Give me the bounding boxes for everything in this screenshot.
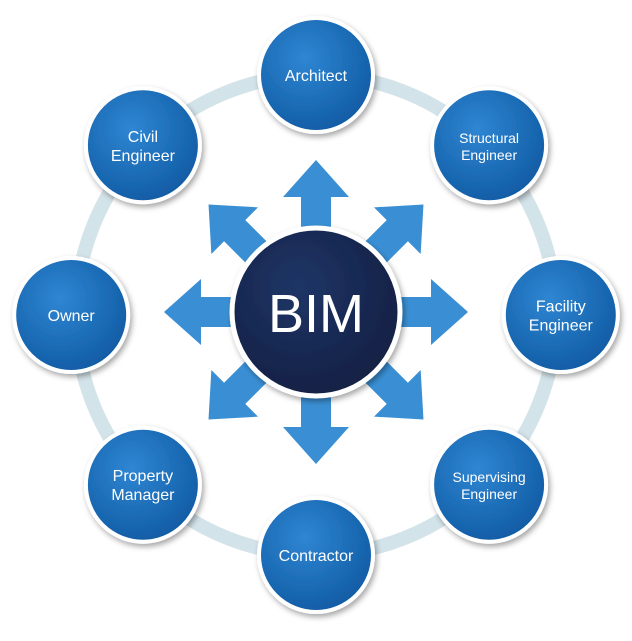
bim-hub-label: BIM <box>268 284 364 344</box>
arrow-up-shape <box>283 160 349 252</box>
node-owner: Owner <box>12 256 131 374</box>
node-facility-engineer-label-line-1: Facility <box>536 299 586 316</box>
node-property-manager-label-line-2: Manager <box>111 487 175 504</box>
node-contractor-circle <box>257 496 375 614</box>
arrow-right-shape <box>376 279 468 345</box>
node-civil-engineer-label-line-1: Civil <box>128 129 158 146</box>
arrow-down-shape <box>283 372 349 464</box>
node-property-manager-circle <box>83 425 202 544</box>
node-supervising-engineer-circle <box>430 425 549 544</box>
arrow-up <box>283 160 349 252</box>
node-supervising-engineer-label-line-1: Supervising <box>453 469 526 485</box>
arrow-down <box>283 372 349 464</box>
node-owner-label-line-1: Owner <box>48 308 96 325</box>
arrow-left <box>164 279 256 345</box>
node-structural-engineer-label-line-2: Engineer <box>461 147 517 163</box>
arrow-right <box>376 279 468 345</box>
node-facility-engineer-label-line-2: Engineer <box>529 318 594 335</box>
node-facility-engineer-circle <box>501 256 620 374</box>
node-architect: Architect <box>257 16 375 134</box>
bim-hub: BIM <box>229 225 403 399</box>
node-owner-circle <box>12 256 131 374</box>
node-civil-engineer-circle <box>83 86 202 205</box>
node-civil-engineer-label-line-2: Engineer <box>111 148 176 165</box>
node-structural-engineer-circle <box>430 86 549 205</box>
node-architect-label-line-1: Architect <box>285 68 348 85</box>
node-architect-circle <box>257 16 375 134</box>
arrow-left-shape <box>164 279 256 345</box>
node-contractor-label-line-1: Contractor <box>279 548 354 565</box>
node-property-manager-label-line-1: Property <box>113 468 173 485</box>
node-contractor: Contractor <box>257 496 375 614</box>
node-supervising-engineer-label-line-2: Engineer <box>461 486 517 502</box>
nodes-group: ArchitectStructuralEngineerFacilityEngin… <box>12 16 620 614</box>
node-structural-engineer-label-line-1: Structural <box>459 130 519 146</box>
bim-hub-circle <box>229 225 403 399</box>
